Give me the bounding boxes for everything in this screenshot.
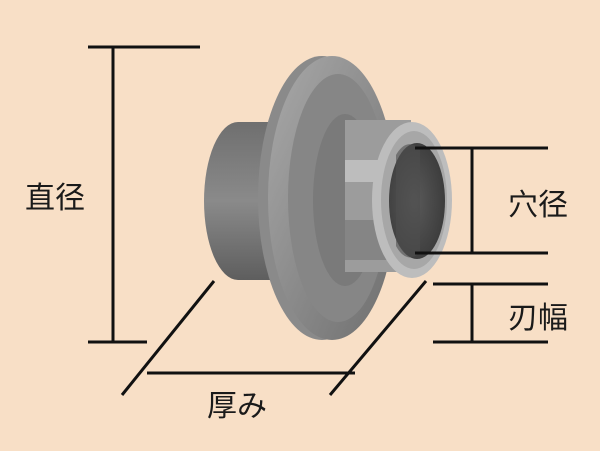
thickness-label: 厚み [207, 389, 267, 424]
thickness-left-leader [120, 280, 216, 396]
thickness-right-leader [328, 280, 428, 396]
hole-diameter-label: 穴径 [508, 188, 568, 223]
blade-width-label: 刃幅 [508, 301, 568, 336]
front-face [372, 122, 452, 278]
diameter-label: 直径 [25, 181, 85, 216]
dimension-lines [88, 45, 548, 396]
